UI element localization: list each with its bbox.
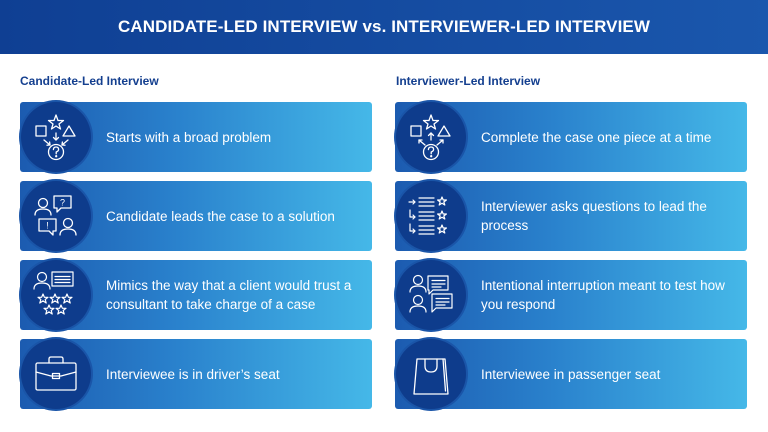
briefcase-icon: [21, 339, 91, 409]
right-column-heading: Interviewer-Led Interview: [396, 74, 541, 88]
right-card-3: Intentional interruption meant to test h…: [395, 260, 747, 330]
left-card-4: Interviewee is in driver’s seat: [20, 339, 372, 409]
right-card-2-text: Interviewer asks questions to lead the p…: [481, 199, 707, 233]
left-card-1: Starts with a broad problem: [20, 102, 372, 172]
shapes-question-icon: [396, 102, 466, 172]
dialogue-icon: ? !: [21, 181, 91, 251]
shopping-bag-icon: [396, 339, 466, 409]
left-column-heading: Candidate-Led Interview: [20, 74, 159, 88]
right-card-4-text: Interviewee in passenger seat: [481, 366, 661, 382]
header-banner: CANDIDATE-LED INTERVIEW vs. INTERVIEWER-…: [0, 0, 768, 54]
svg-text:?: ?: [60, 198, 65, 208]
right-card-1: Complete the case one piece at a time: [395, 102, 747, 172]
page-title: CANDIDATE-LED INTERVIEW vs. INTERVIEWER-…: [117, 17, 651, 36]
left-card-3: Mimics the way that a client would trust…: [20, 260, 372, 330]
left-card-4-text: Interviewee is in driver’s seat: [106, 366, 280, 382]
right-card-1-text: Complete the case one piece at a time: [481, 129, 712, 145]
shapes-question-icon: [21, 102, 91, 172]
people-chat-icon: [396, 260, 466, 330]
person-stars-icon: [21, 260, 91, 330]
svg-text:!: !: [46, 221, 49, 231]
left-card-3-text: Mimics the way that a client would trust…: [106, 278, 352, 312]
left-card-1-text: Starts with a broad problem: [106, 129, 272, 145]
left-card-2: ? ! Candidate leads the case to a soluti…: [20, 181, 372, 251]
right-card-4: Interviewee in passenger seat: [395, 339, 747, 409]
right-card-3-text: Intentional interruption meant to test h…: [481, 278, 725, 312]
right-card-2: Interviewer asks questions to lead the p…: [395, 181, 747, 251]
left-card-2-text: Candidate leads the case to a solution: [106, 208, 335, 224]
checklist-stars-icon: [396, 181, 466, 251]
